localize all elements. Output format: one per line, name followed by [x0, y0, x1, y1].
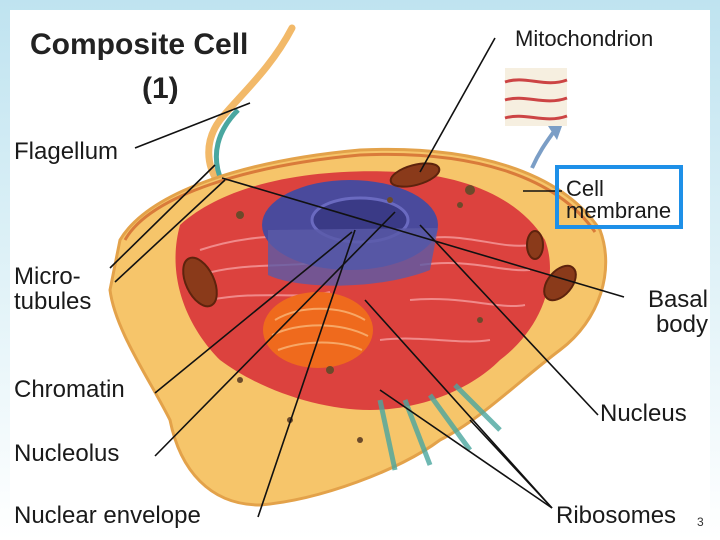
label-chromatin: Chromatin: [14, 376, 125, 403]
label-nucleolus: Nucleolus: [14, 440, 120, 467]
diagram-subtitle: (1): [142, 72, 179, 105]
label-nuclear-envelope: Nuclear envelope: [14, 502, 201, 529]
microtubule-fibers: [377, 383, 502, 471]
ribosome-dots: [236, 185, 483, 443]
page-number: 3: [697, 515, 704, 529]
golgi-shape: [263, 292, 373, 368]
diagram-title: Composite Cell: [30, 28, 249, 61]
label-nucleus: Nucleus: [600, 400, 687, 427]
cell-membrane-highlight-box: [555, 165, 683, 229]
cell-membrane-shape: [123, 152, 597, 241]
flagellum-core: [213, 108, 240, 184]
flagellum-shape: [205, 24, 296, 189]
label-mitochondrion: Mitochondrion: [515, 26, 654, 51]
nuclear-envelope-shape: [268, 228, 438, 286]
label-microtubules: Micro-tubules: [14, 263, 92, 316]
leader-lines: [109, 37, 625, 518]
label-cell-membrane: Cell membrane: [566, 176, 672, 223]
label-flagellum: Flagellum: [14, 138, 119, 165]
inset-arrowhead: [548, 126, 562, 140]
label-basal-body: Basal body: [647, 286, 708, 339]
label-ribosomes: Ribosomes: [556, 502, 677, 529]
mitochondrion-inset: [504, 68, 568, 126]
inset-arrow: [530, 128, 557, 169]
